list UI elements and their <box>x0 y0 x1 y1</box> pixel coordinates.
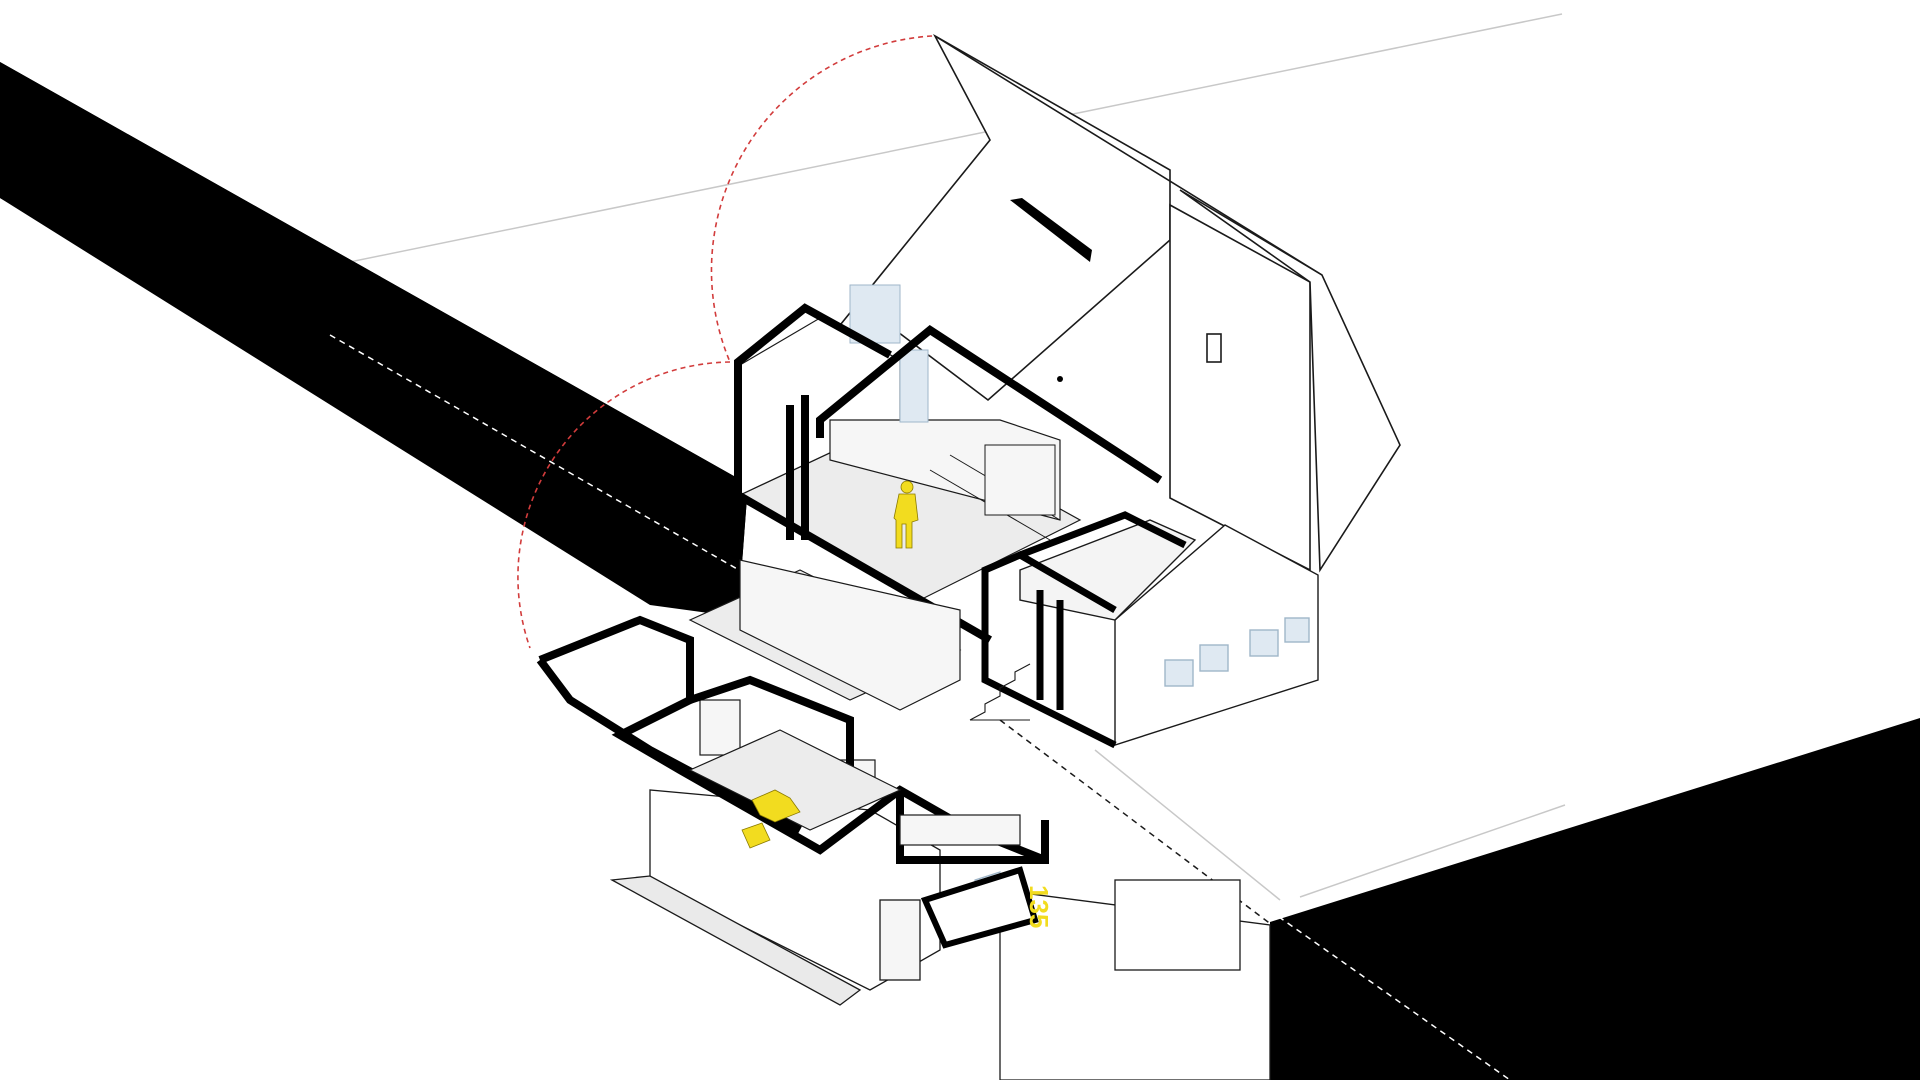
view-arc-lower <box>517 361 731 649</box>
lower-floor-volume <box>609 789 1271 1080</box>
annex-cut-room-top <box>1018 511 1187 559</box>
middle-floor-volume <box>688 559 962 801</box>
ground-section-band-left-lower <box>0 62 748 617</box>
lower-cut-room <box>688 675 854 800</box>
ground-plane-lines <box>334 13 1566 901</box>
annex-cut-outline <box>981 551 1117 749</box>
ground-line-upper <box>334 13 1563 266</box>
section-center-line-mid <box>999 719 1273 926</box>
annex-inner-room <box>1019 519 1197 621</box>
lifted-roof-shell <box>825 33 1401 573</box>
annex-window-3 <box>1249 629 1279 657</box>
lower-cut-bay <box>536 657 802 834</box>
roof-marker-dot <box>1057 376 1063 382</box>
lower-stair-door <box>879 899 921 981</box>
house-number-label: 135 <box>1024 885 1054 928</box>
lower-bench <box>899 814 1021 846</box>
lower-plinth <box>609 875 862 1006</box>
middle-cabinet-1 <box>699 699 741 756</box>
view-arc-upper <box>710 35 933 363</box>
roof-ridge <box>934 35 1323 276</box>
staircase-icon <box>969 663 1031 721</box>
right-annex <box>1019 519 1319 746</box>
annex-window-4 <box>1284 617 1310 643</box>
annex-section-cut <box>981 511 1187 749</box>
chair-figure-icon <box>741 789 801 849</box>
ground-section-block-right <box>1270 718 1920 1080</box>
middle-back-wall <box>739 559 961 711</box>
annex-window-2 <box>1199 644 1229 672</box>
person-figure-icon <box>893 480 919 549</box>
upper-cut-roof-ridge <box>816 325 1163 484</box>
annex-front-wall <box>1114 524 1319 746</box>
ground-line-right <box>1094 749 1281 901</box>
annex-window-1 <box>1164 659 1194 687</box>
roof-skylight-black <box>1010 198 1092 262</box>
ground-line-lower <box>1299 804 1566 898</box>
upper-cut-left-gable <box>734 303 892 495</box>
section-center-line-right <box>999 719 1511 1080</box>
roof-vent-opening <box>1206 333 1222 363</box>
upper-cabinet <box>984 444 1056 516</box>
entry-canopy <box>920 866 1039 949</box>
lower-garage-window <box>1114 879 1241 971</box>
upper-window-gable <box>899 349 929 423</box>
